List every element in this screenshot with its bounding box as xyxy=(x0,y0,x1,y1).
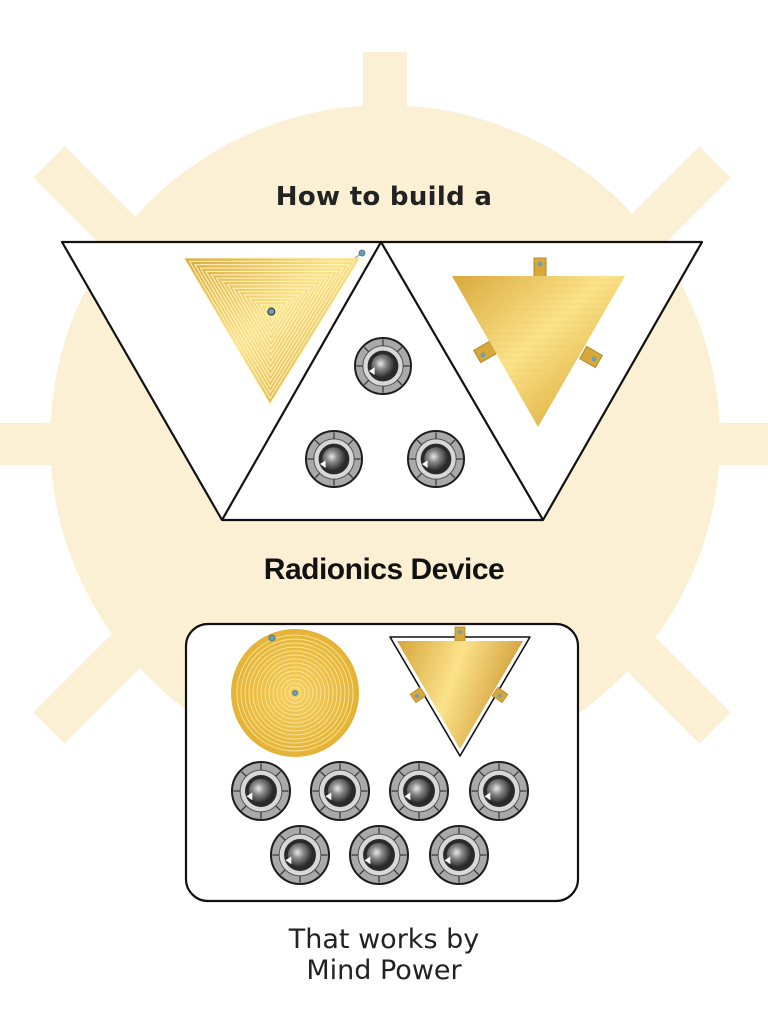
tuning-dial-2[interactable] xyxy=(305,430,363,488)
tuning-dial-5[interactable] xyxy=(310,761,370,821)
heading-line-1: How to build a xyxy=(275,182,493,212)
tuning-dial-4[interactable] xyxy=(231,761,291,821)
tuning-dial-9[interactable] xyxy=(349,825,409,885)
tuning-dial-3[interactable] xyxy=(407,430,465,488)
gold-plate-triangle xyxy=(452,257,625,427)
circular-spiral-plate xyxy=(231,629,359,757)
tuning-dial-8[interactable] xyxy=(270,825,330,885)
dial-group-top xyxy=(305,337,465,488)
dial-group-bottom xyxy=(231,761,529,885)
tuning-dial-6[interactable] xyxy=(389,761,449,821)
tuning-dial-7[interactable] xyxy=(469,761,529,821)
tuning-dial-1[interactable] xyxy=(354,337,412,395)
heading-line-2: Radionics Device xyxy=(263,553,505,586)
tuning-dial-10[interactable] xyxy=(429,825,489,885)
square-spiral-triangle xyxy=(183,249,366,406)
gold-plate-triangle-bottom xyxy=(389,626,531,757)
subtitle-line-2: Mind Power xyxy=(306,955,462,986)
subtitle: That works by Mind Power xyxy=(0,924,768,986)
subtitle-line-1: That works by xyxy=(288,924,480,955)
